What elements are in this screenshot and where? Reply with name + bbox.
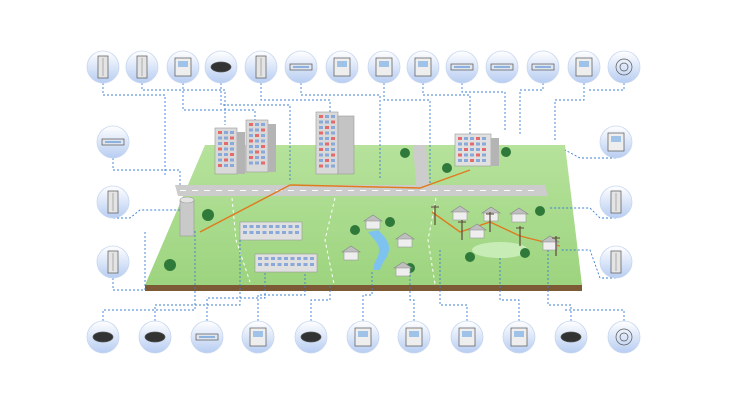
house xyxy=(395,232,415,248)
utility-pole xyxy=(486,212,494,232)
slim-cabinet-icon[interactable] xyxy=(599,245,633,279)
tower-windows xyxy=(218,115,486,168)
house xyxy=(341,245,361,261)
tower-1 xyxy=(214,127,245,175)
wall-box-icon[interactable] xyxy=(166,50,200,84)
house xyxy=(540,235,560,251)
distribution-frame-icon[interactable] xyxy=(244,50,278,84)
house xyxy=(481,206,501,222)
house xyxy=(509,207,529,223)
cabinet-frame-icon[interactable] xyxy=(96,245,130,279)
fiber-coil-icon[interactable] xyxy=(607,50,641,84)
village-houses xyxy=(341,205,560,277)
pon-module-icon[interactable] xyxy=(445,50,479,84)
field-patch xyxy=(472,242,528,258)
product-badges xyxy=(86,50,641,354)
utility-pole xyxy=(516,226,524,246)
terminal-box-icon[interactable] xyxy=(367,50,401,84)
wall-cabinet-icon[interactable] xyxy=(346,320,380,354)
rack-shelf-icon[interactable] xyxy=(526,50,560,84)
splitter-box-icon[interactable] xyxy=(406,50,440,84)
house xyxy=(393,261,413,277)
utility-pole xyxy=(458,220,466,240)
connector-lines xyxy=(102,83,625,321)
splice-tray-icon[interactable] xyxy=(190,320,224,354)
vertical-road xyxy=(413,145,430,196)
floor-cabinet-icon[interactable] xyxy=(599,185,633,219)
rack-mount-box-icon[interactable] xyxy=(96,125,130,159)
city-buildings xyxy=(179,111,499,237)
cabinet-open-icon[interactable] xyxy=(325,50,359,84)
tall-odf-icon[interactable] xyxy=(96,185,130,219)
closure-dark-icon[interactable] xyxy=(86,320,120,354)
house xyxy=(450,205,470,221)
network-cabinet-icon[interactable] xyxy=(125,50,159,84)
patch-panel-blue-icon[interactable] xyxy=(485,50,519,84)
distribution-box-icon[interactable] xyxy=(599,125,633,159)
house xyxy=(363,214,383,230)
ground-side xyxy=(145,285,582,291)
trees xyxy=(164,147,545,273)
grey-enclosure-icon[interactable] xyxy=(294,320,328,354)
outdoor-cabinet-icon[interactable] xyxy=(241,320,275,354)
silo-tower xyxy=(179,196,195,237)
house xyxy=(467,223,487,239)
aerial-closure-icon[interactable] xyxy=(554,320,588,354)
river xyxy=(368,230,390,270)
dome-closure-icon[interactable] xyxy=(138,320,172,354)
cable-reel-icon[interactable] xyxy=(607,320,641,354)
zone-dividers xyxy=(231,197,437,285)
splitter-module-icon[interactable] xyxy=(567,50,601,84)
green-enclosure-icon[interactable] xyxy=(204,50,238,84)
utility-poles xyxy=(431,205,560,256)
apartment-blocks xyxy=(239,221,318,273)
metal-box-icon[interactable] xyxy=(502,320,536,354)
fiber-terminal-icon[interactable] xyxy=(450,320,484,354)
utility-pole xyxy=(552,236,560,256)
indoor-box-icon[interactable] xyxy=(397,320,431,354)
utility-pole xyxy=(431,205,439,225)
roads xyxy=(175,145,548,196)
rack-patch-panel-icon[interactable] xyxy=(284,50,318,84)
apartment-windows xyxy=(243,225,314,266)
odf-rack-icon[interactable] xyxy=(86,50,120,84)
